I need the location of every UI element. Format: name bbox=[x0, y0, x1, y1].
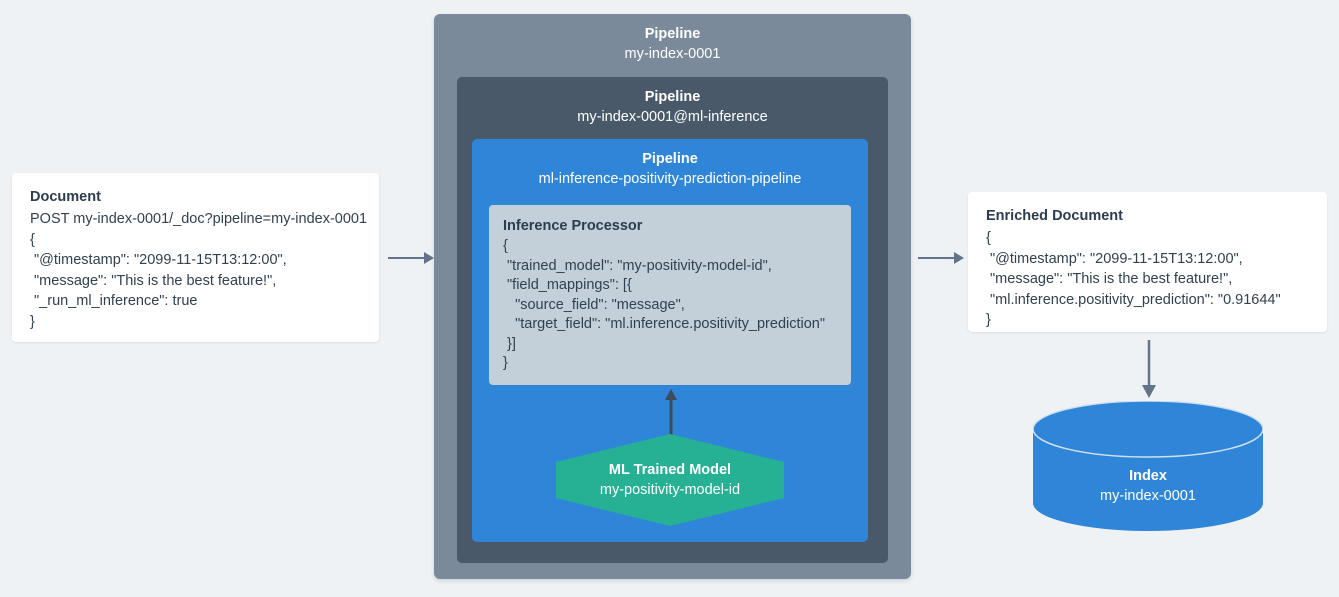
arrow-pipeline-to-enriched-document bbox=[918, 248, 964, 268]
pipeline-inner-header: Pipeline ml-inference-positivity-predict… bbox=[472, 139, 868, 190]
pipeline-middle-name: my-index-0001@ml-inference bbox=[577, 109, 768, 125]
source-document-line-4: "_run_ml_inference": true bbox=[30, 293, 198, 309]
inference-processor-line-6: } bbox=[503, 355, 508, 371]
pipeline-inner-title: Pipeline bbox=[642, 151, 698, 167]
arrow-document-to-pipeline bbox=[388, 248, 434, 268]
pipeline-inner-name: ml-inference-positivity-prediction-pipel… bbox=[538, 171, 802, 187]
inference-processor-line-2: "field_mappings": [{ bbox=[503, 277, 632, 293]
source-document-card: Document POST my-index-0001/_doc?pipelin… bbox=[12, 173, 379, 342]
arrow-trained-model-to-processor bbox=[662, 389, 680, 437]
inference-processor-line-1: "trained_model": "my-positivity-model-id… bbox=[503, 257, 772, 274]
pipeline-outer-header: Pipeline my-index-0001 bbox=[434, 14, 911, 65]
enriched-document-title: Enriched Document bbox=[986, 208, 1123, 224]
source-document-line-5: } bbox=[30, 313, 35, 330]
ml-trained-model-hexagon: ML Trained Model my-positivity-model-id bbox=[556, 434, 784, 526]
enriched-document-line-2: "message": "This is the best feature!", bbox=[986, 271, 1233, 287]
source-document-line-0: POST my-index-0001/_doc?pipeline=my-inde… bbox=[30, 211, 368, 227]
pipeline-outer-title: Pipeline bbox=[644, 26, 701, 42]
source-document-line-3: "message": "This is the best feature!", bbox=[30, 272, 277, 289]
index-cylinder: Index my-index-0001 bbox=[1033, 401, 1263, 531]
enriched-document-line-4: } bbox=[986, 312, 991, 328]
source-document-line-1: { bbox=[30, 231, 35, 248]
inference-processor-line-3: "source_field": "message", bbox=[503, 296, 685, 313]
inference-processor-line-4: "target_field": "ml.inference.positivity… bbox=[503, 316, 826, 332]
inference-processor-box: Inference Processor { "trained_model": "… bbox=[489, 205, 851, 385]
source-document-line-2: "@timestamp": "2099-11-15T13:12:00", bbox=[30, 252, 287, 268]
enriched-document-line-0: { bbox=[986, 230, 991, 246]
enriched-document-line-1: "@timestamp": "2099-11-15T13:12:00", bbox=[986, 250, 1243, 267]
enriched-document-line-3: "ml.inference.positivity_prediction": "0… bbox=[986, 291, 1281, 308]
inference-processor-line-0: { bbox=[503, 238, 508, 254]
enriched-document-card: Enriched Document { "@timestamp": "2099-… bbox=[968, 192, 1327, 332]
inference-processor-line-5: }] bbox=[503, 335, 516, 352]
arrow-enriched-document-to-index bbox=[1139, 340, 1159, 398]
pipeline-middle-title: Pipeline bbox=[644, 89, 701, 105]
source-document-title: Document bbox=[30, 189, 101, 205]
pipeline-middle-header: Pipeline my-index-0001@ml-inference bbox=[457, 77, 888, 128]
pipeline-outer-name: my-index-0001 bbox=[624, 46, 721, 62]
inference-processor-title: Inference Processor bbox=[503, 218, 643, 234]
